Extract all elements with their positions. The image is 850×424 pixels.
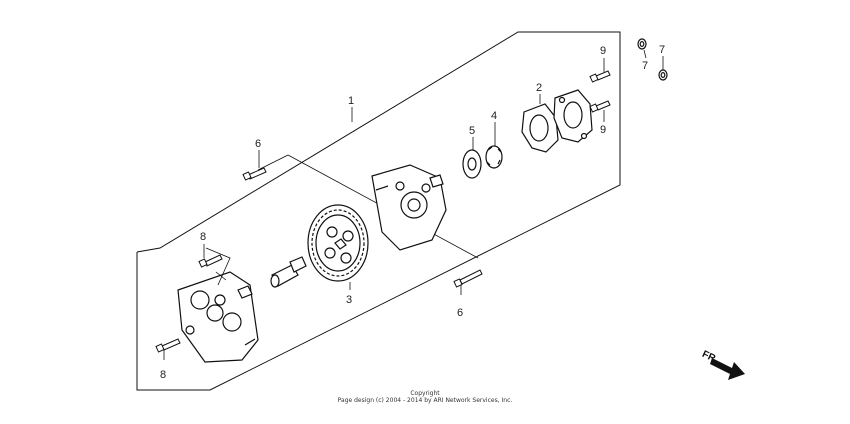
bolt-9-upper[interactable] [589, 70, 611, 83]
callout-3: 3 [346, 294, 352, 306]
washer-7-right[interactable] [658, 69, 668, 81]
callout-7-right: 7 [659, 44, 665, 56]
driven-gear[interactable] [307, 204, 369, 282]
bolt-6-lower[interactable] [453, 269, 483, 288]
pump-end-cover[interactable] [553, 89, 593, 143]
bolt-8-upper[interactable] [198, 254, 223, 268]
bolt-6-upper[interactable] [242, 167, 267, 181]
callout-6-upper: 6 [255, 138, 261, 150]
outer-rotor[interactable] [462, 149, 482, 179]
callout-5: 5 [469, 125, 475, 137]
copyright-title: Copyright [410, 390, 440, 397]
pump-body[interactable] [371, 164, 447, 251]
callout-8-lower: 8 [160, 369, 166, 381]
inner-rotor[interactable] [485, 145, 503, 169]
callout-4: 4 [491, 110, 497, 122]
callout-1: 1 [348, 95, 354, 107]
callout-2: 2 [536, 82, 542, 94]
callout-9-upper: 9 [600, 45, 606, 57]
bolt-8-lower[interactable] [155, 338, 181, 353]
leader-lines [163, 49, 664, 360]
gasket[interactable] [521, 103, 559, 153]
pump-cover[interactable] [177, 271, 259, 363]
callout-7-left: 7 [642, 60, 648, 72]
washer-7-left[interactable] [637, 38, 647, 50]
callout-6-lower: 6 [457, 307, 463, 319]
assembly-outline [136, 31, 621, 391]
front-direction-arrow: FR. [700, 349, 745, 380]
copyright-notice: Page design (c) 2004 - 2014 by ARI Netwo… [337, 397, 513, 404]
bolt-9-lower[interactable] [589, 100, 611, 113]
callout-8-upper: 8 [200, 231, 206, 243]
callout-9-lower: 9 [600, 124, 606, 136]
pump-shaft[interactable] [270, 256, 307, 288]
